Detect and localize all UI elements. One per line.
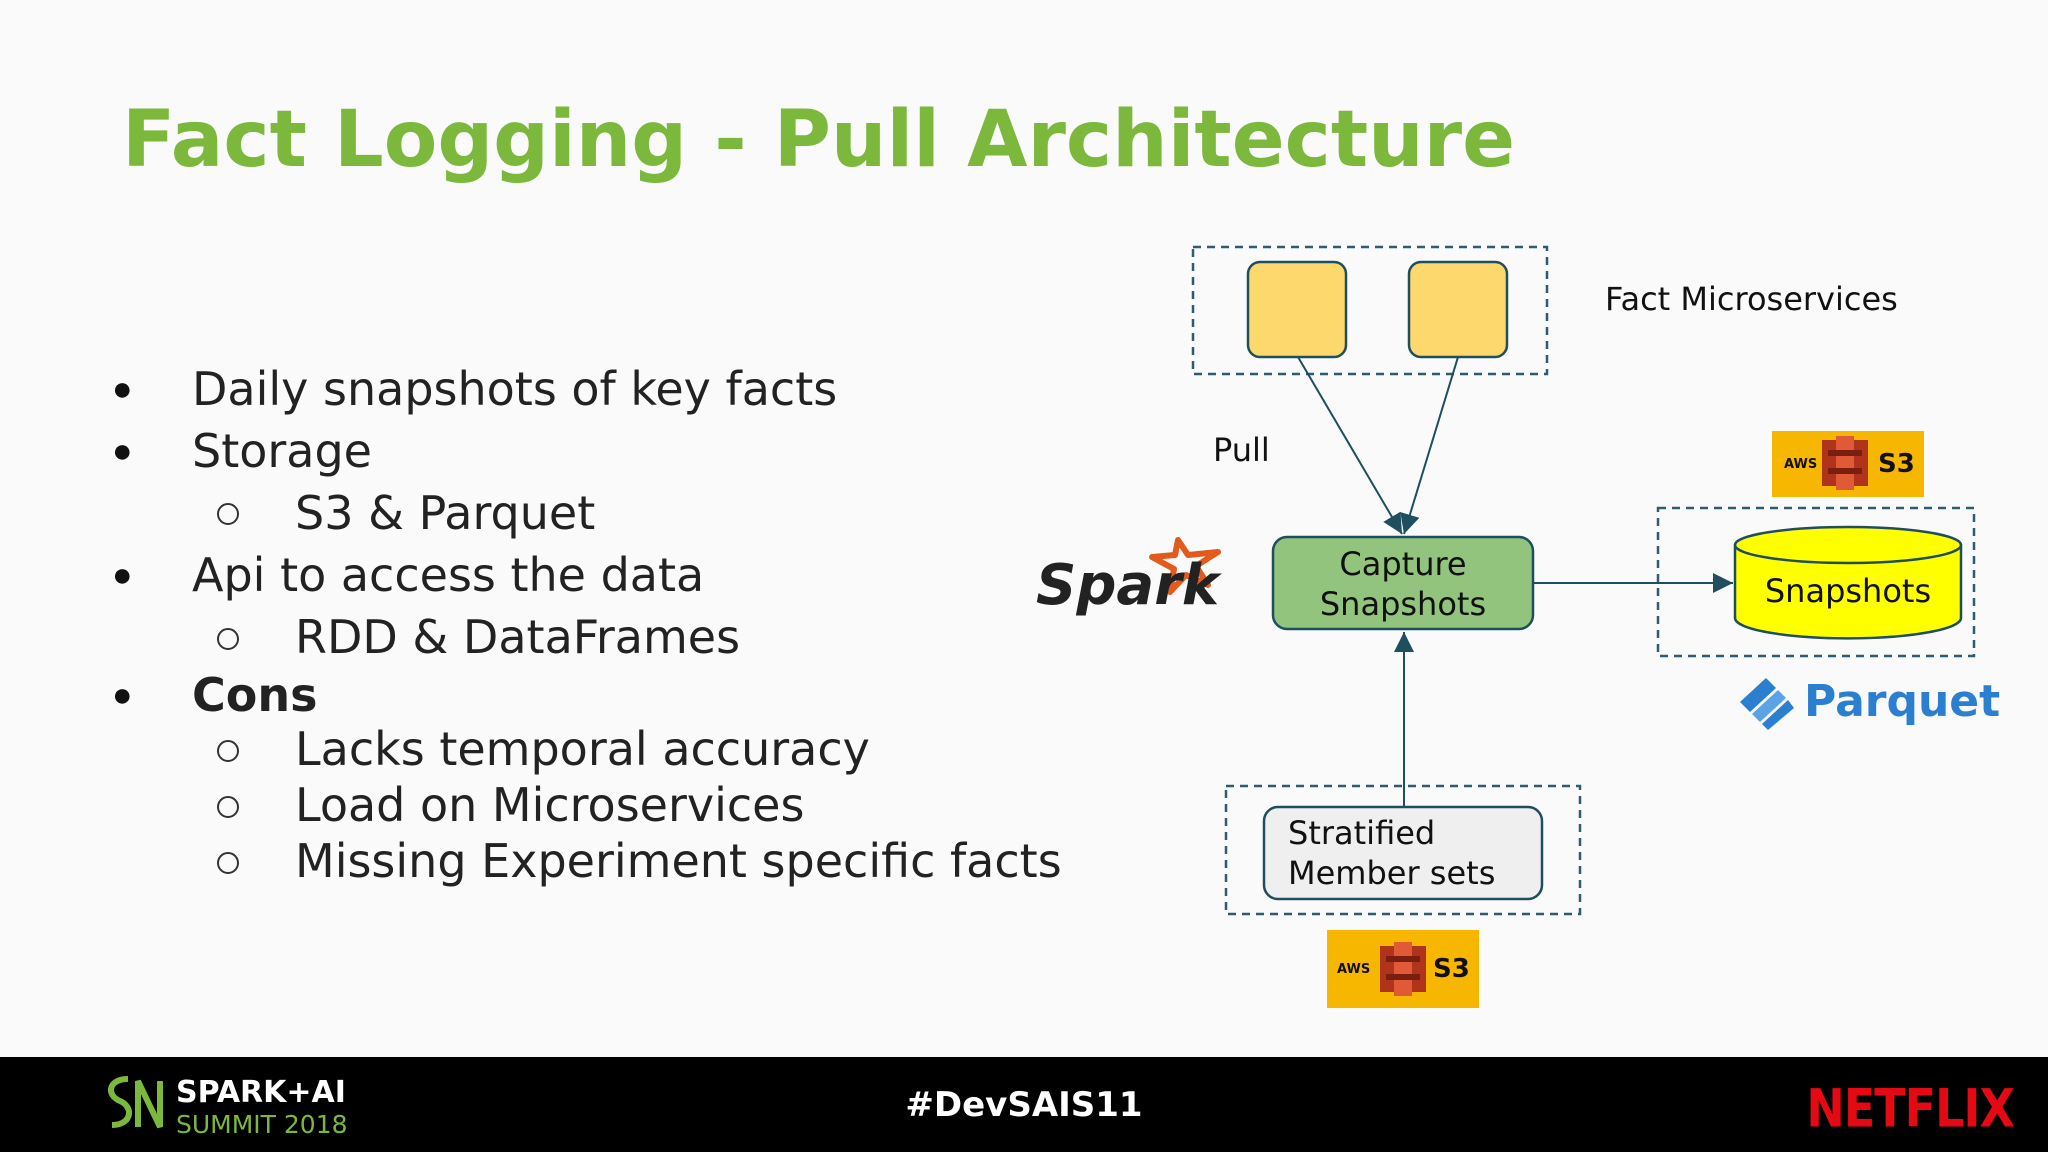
bullet-marker: ● [112,676,133,714]
capture-line2: Snapshots [1319,585,1487,623]
sub-bullet-item: Lacks temporal accuracy [295,722,870,776]
s3-label: S3 [1433,954,1470,984]
spark-logo-icon [1149,537,1221,595]
footer-bar: SPARK+AI SUMMIT 2018 #DevSAIS11 NETFLIX [0,1057,2048,1152]
sub-bullet-item: RDD & DataFrames [295,610,741,664]
sub-bullet-marker [217,796,239,818]
aws-label: AWS [1784,457,1818,472]
spark-ai-summit-logo-icon [108,1076,163,1129]
sub-bullet-marker [217,852,239,874]
summit-line2: SUMMIT 2018 [176,1110,348,1139]
snapshots-group [1656,506,1976,658]
hashtag: #DevSAIS11 [905,1085,1143,1125]
stratified-group [1224,784,1582,916]
microservice-box [1246,260,1348,359]
snapshots-cylinder-top [1733,525,1963,565]
stratified-line2: Member sets [1288,854,1496,892]
bullet-marker: ● [112,432,133,470]
aws-s3-icon [1380,942,1426,996]
parquet-logo-text: Parquet [1804,676,2001,727]
architecture-diagram [1149,245,1976,995]
stratified-line1: Stratified [1288,814,1436,852]
bullet-item-cons: Cons [192,668,318,722]
bullet-item: Api to access the data [192,548,705,602]
snapshots-label: Snapshots [1764,572,1932,610]
parquet-logo-icon [1740,678,1794,730]
fact-microservices-group [1191,245,1549,376]
sub-bullet-marker [217,740,239,762]
bullet-item: Storage [192,424,372,478]
pull-label: Pull [1213,431,1270,469]
bullet-marker: ● [112,370,133,408]
sub-bullet-item: Load on Microservices [295,778,805,832]
sub-bullet-marker [217,628,239,650]
snapshots-cylinder [1733,545,1963,640]
fact-microservices-label: Fact Microservices [1605,280,1898,318]
sub-bullet-item: Missing Experiment specific facts [295,834,1062,888]
capture-snapshots-label: Capture Snapshots [1273,544,1533,624]
slide: Fact Logging - Pull Architecture ● Daily… [112,95,2001,1008]
pull-arrow [1297,356,1403,535]
sub-bullet-marker [217,503,239,525]
pull-arrow [1400,356,1459,535]
bullet-marker: ● [112,556,133,594]
bullet-item: Daily snapshots of key facts [192,362,838,416]
summit-line1: SPARK+AI [176,1075,346,1110]
spark-logo-text: Spark [1036,553,1220,618]
aws-label: AWS [1337,962,1371,977]
microservice-box [1407,260,1509,359]
s3-label: S3 [1878,449,1915,479]
aws-s3-icon [1822,436,1868,490]
slide-title: Fact Logging - Pull Architecture [122,95,1516,185]
capture-line1: Capture [1339,545,1467,583]
sub-bullet-item: S3 & Parquet [295,486,596,540]
stratified-member-sets-box [1262,805,1544,901]
netflix-logo: NETFLIX [1806,1076,2015,1140]
stratified-member-sets-label: Stratified Member sets [1288,813,1495,893]
